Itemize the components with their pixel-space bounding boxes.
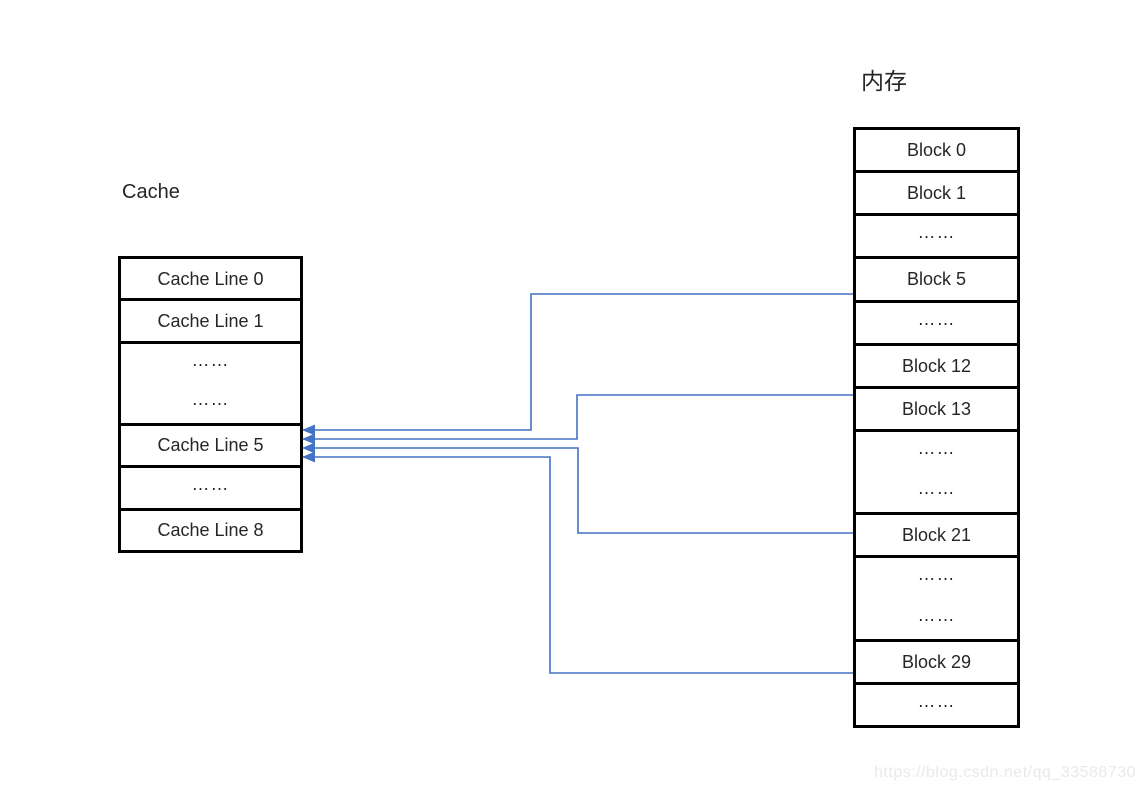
arrowhead-icon — [302, 451, 315, 463]
memory-row-block-0: Block 0 — [856, 130, 1017, 170]
memory-row-dots: …… …… — [856, 555, 1017, 638]
connector-block-5-to-cache-line-5 — [303, 293, 853, 431]
memory-cell-label: …… — [917, 438, 956, 459]
watermark: https://blog.csdn.net/qq_33588730 — [873, 764, 1136, 781]
cache-row-cache-line-5: Cache Line 5 — [121, 422, 300, 465]
memory-table: Block 0 Block 1 …… Block 5 …… Block 12 Block 1… — [853, 127, 1020, 728]
memory-row-block-29: Block 29 — [856, 638, 1017, 682]
cache-cell-label: …… — [191, 349, 230, 370]
memory-row-dots: …… — [856, 299, 1017, 343]
memory-row-block-12: Block 12 — [856, 342, 1017, 386]
memory-row-block-5: Block 5 — [856, 256, 1017, 299]
cache-row-cache-line-1: Cache Line 1 — [121, 298, 300, 340]
memory-cell-label: Block 5 — [906, 269, 967, 290]
cache-cell-label: Cache Line 0 — [157, 268, 264, 289]
cache-row-cache-line-8: Cache Line 8 — [121, 507, 300, 550]
cache-cell-label: Cache Line 1 — [157, 311, 264, 332]
memory-cell-label: …… — [917, 564, 956, 585]
memory-row-block-21: Block 21 — [856, 512, 1017, 555]
memory-row-block-13: Block 13 — [856, 385, 1017, 429]
memory-cell-label: Block 21 — [901, 525, 972, 546]
memory-cell-label: …… — [917, 690, 956, 711]
memory-cell-label: Block 0 — [906, 140, 967, 161]
arrowhead-icon — [302, 433, 315, 445]
memory-cell-label: …… — [917, 604, 956, 625]
memory-cell-label: Block 1 — [906, 183, 967, 204]
arrowhead-icon — [302, 424, 315, 436]
cache-row-cache-line-0: Cache Line 0 — [121, 259, 300, 298]
cache-table: Cache Line 0 Cache Line 1 …… …… Cache Line 5… — [118, 256, 303, 553]
connector-block-29-to-cache-line-5 — [303, 456, 853, 674]
connector-block-13-to-cache-line-5 — [303, 394, 853, 440]
cache-row-dots: …… …… — [121, 340, 300, 423]
memory-row-dots: …… …… — [856, 428, 1017, 512]
arrowhead-icon — [302, 442, 315, 454]
cache-cell-label: Cache Line 8 — [157, 520, 264, 541]
memory-cell-label: …… — [917, 478, 956, 499]
memory-cell-label: Block 29 — [901, 651, 972, 672]
memory-row-dots: …… — [856, 681, 1017, 725]
memory-title: 内存 — [861, 68, 907, 94]
cache-cell-label: …… — [191, 473, 230, 494]
memory-cell-label: …… — [917, 222, 956, 243]
cache-row-dots: …… — [121, 465, 300, 507]
memory-cell-label: …… — [917, 308, 956, 329]
connector-block-21-to-cache-line-5 — [303, 447, 853, 534]
memory-cell-label: Block 13 — [901, 398, 972, 419]
cache-cell-label: Cache Line 5 — [157, 435, 264, 456]
memory-row-block-1: Block 1 — [856, 170, 1017, 213]
memory-row-dots: …… — [856, 213, 1017, 256]
cache-cell-label: …… — [191, 388, 230, 409]
memory-cell-label: Block 12 — [901, 355, 972, 376]
cache-title: Cache — [122, 181, 180, 203]
